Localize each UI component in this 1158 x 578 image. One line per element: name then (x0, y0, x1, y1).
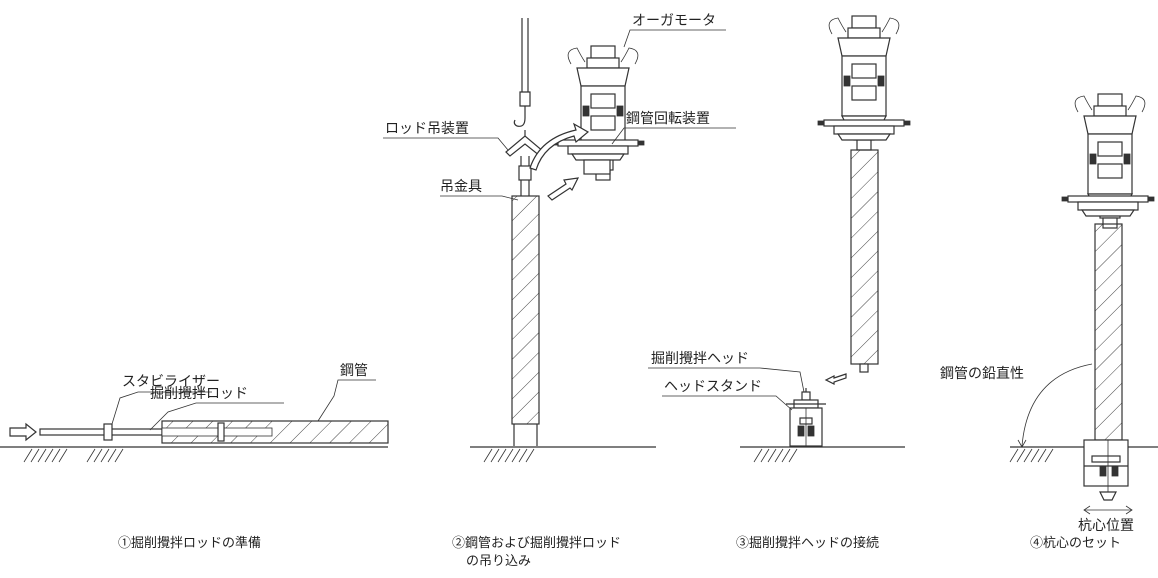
step4-pipe-rotator (1061, 195, 1155, 217)
caption-step4: ④杭心のセット (1030, 536, 1121, 551)
step4-ground-hatch (1009, 448, 1054, 463)
crane-hook-icon (513, 106, 526, 127)
leader-auger-motor (623, 29, 726, 48)
step1-group: スタビライザー 掘削攪拌ロッド 鋼管 ①掘削攪拌ロッドの準備 (0, 363, 389, 551)
leader-rod (149, 402, 284, 431)
step2-ground-hatch (483, 448, 535, 463)
caption-step1: ①掘削攪拌ロッドの準備 (118, 535, 261, 551)
step1-rod-inside (161, 427, 273, 437)
step4-group: 鋼管の鉛直性 杭心位置 ④杭心のセット (940, 93, 1158, 551)
leader-rod-hanger (383, 137, 509, 151)
step2-group: オーガモータ 鋼管回転装置 ロッド吊装置 吊金具 ②鋼管および掘削攪拌ロッド の… (383, 13, 736, 569)
step1-ground-hatch (23, 448, 124, 463)
dim-arrow-left-icon (1083, 505, 1091, 515)
diagonal-arrow-icon (547, 177, 580, 201)
label-verticality: 鋼管の鉛直性 (940, 365, 1024, 382)
label-pipe-rotator: 鋼管回転装置 (626, 111, 710, 127)
crane-hook-block (519, 91, 531, 107)
label-head: 掘削攪拌ヘッド (651, 351, 749, 367)
step3-pipe-rotator (817, 119, 911, 141)
push-arrow-icon (9, 422, 37, 442)
step1-rod (39, 428, 163, 436)
label-rod: 掘削攪拌ロッド (150, 386, 248, 402)
label-auger-motor: オーガモータ (632, 13, 716, 29)
step2-pipe-rotator (551, 139, 645, 161)
step3-head (801, 391, 811, 401)
verticality-arrowhead-icon (1017, 439, 1027, 448)
step3-steel-pipe (850, 149, 879, 365)
step4-head-stand (1083, 439, 1129, 487)
dim-arrow-right-icon (1125, 505, 1133, 515)
label-hanging-fitting: 吊金具 (440, 179, 482, 195)
step2-steel-pipe (511, 195, 540, 425)
curve-arrow-icon (529, 122, 590, 171)
leader-stabilizer (111, 391, 212, 425)
label-stabilizer: スタビライザー (122, 374, 220, 390)
leader-head-stand (662, 395, 793, 411)
leader-head (648, 367, 805, 393)
step4-steel-pipe (1094, 223, 1123, 441)
step1-stabilizer (103, 423, 113, 441)
caption-step2-line2: の吊り込み (466, 554, 531, 569)
caption-step3: ③掘削攪拌ヘッドの接続 (736, 535, 879, 551)
label-rod-hanger: ロッド吊装置 (385, 121, 469, 137)
leader-pipe-rotator (611, 127, 736, 145)
small-arrow-icon (824, 373, 847, 385)
step3-group: 掘削攪拌ヘッド ヘッドスタンド ③掘削攪拌ヘッドの接続 (648, 15, 911, 551)
label-pile-center: 杭心位置 (1078, 518, 1134, 534)
leader-hanging-fitting (440, 195, 519, 201)
hanging-fitting (518, 165, 532, 181)
leader-steel-pipe (317, 379, 376, 422)
label-steel-pipe: 鋼管 (340, 363, 368, 379)
verticality-arc (1021, 363, 1093, 447)
label-head-stand: ヘッドスタンド (664, 379, 762, 395)
caption-step2-line1: ②鋼管および掘削攪拌ロッド (452, 536, 621, 551)
step3-ground-hatch (753, 448, 798, 463)
